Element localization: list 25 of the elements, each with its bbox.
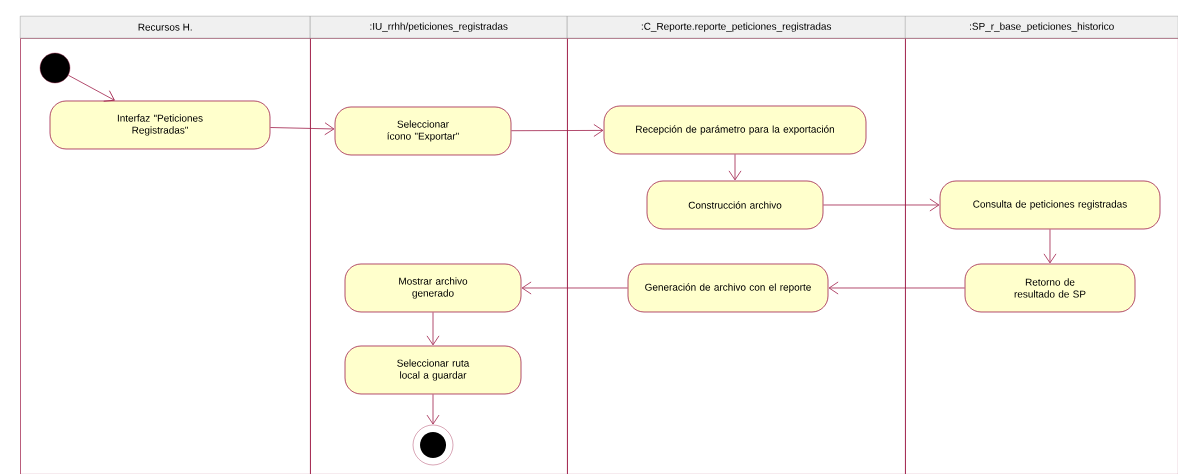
activity-node: Mostrar archivo generado	[344, 263, 522, 313]
arrow	[511, 124, 604, 137]
activity-node: Seleccionar ícono "Exportar"	[334, 106, 512, 156]
arrow	[426, 394, 440, 425]
node-label: :C_Reporte.reporte_peticiones_registradas	[641, 22, 832, 32]
start-node	[39, 52, 71, 84]
activity-node: Seleccionar ruta local a guardar	[344, 345, 522, 395]
node-label: :SP_r_base_peticiones_historico	[970, 22, 1114, 32]
node-label: :IU_rrhh/peticiones_registradas	[370, 22, 508, 32]
activity-node: Interfaz "Peticiones Registradas"	[49, 100, 271, 150]
end-node	[412, 424, 454, 466]
activity-node: Generación de archivo con el reporte	[627, 263, 829, 313]
arrow	[426, 312, 440, 346]
arrow	[828, 281, 965, 295]
activity-node: Consulta de peticiones registradas	[939, 180, 1161, 230]
arrow	[67, 74, 115, 102]
arrow	[270, 122, 335, 136]
activity-node: Construcción archivo	[646, 180, 824, 230]
arrow	[1043, 229, 1057, 264]
arrow	[521, 281, 628, 295]
arrow	[728, 154, 742, 181]
activity-node: Recepción de parámetro para la exportación	[603, 105, 867, 155]
activity-node: Retorno de resultado de SP	[964, 263, 1136, 313]
arrow	[823, 198, 940, 212]
node-label: Recursos H.	[138, 23, 192, 31]
